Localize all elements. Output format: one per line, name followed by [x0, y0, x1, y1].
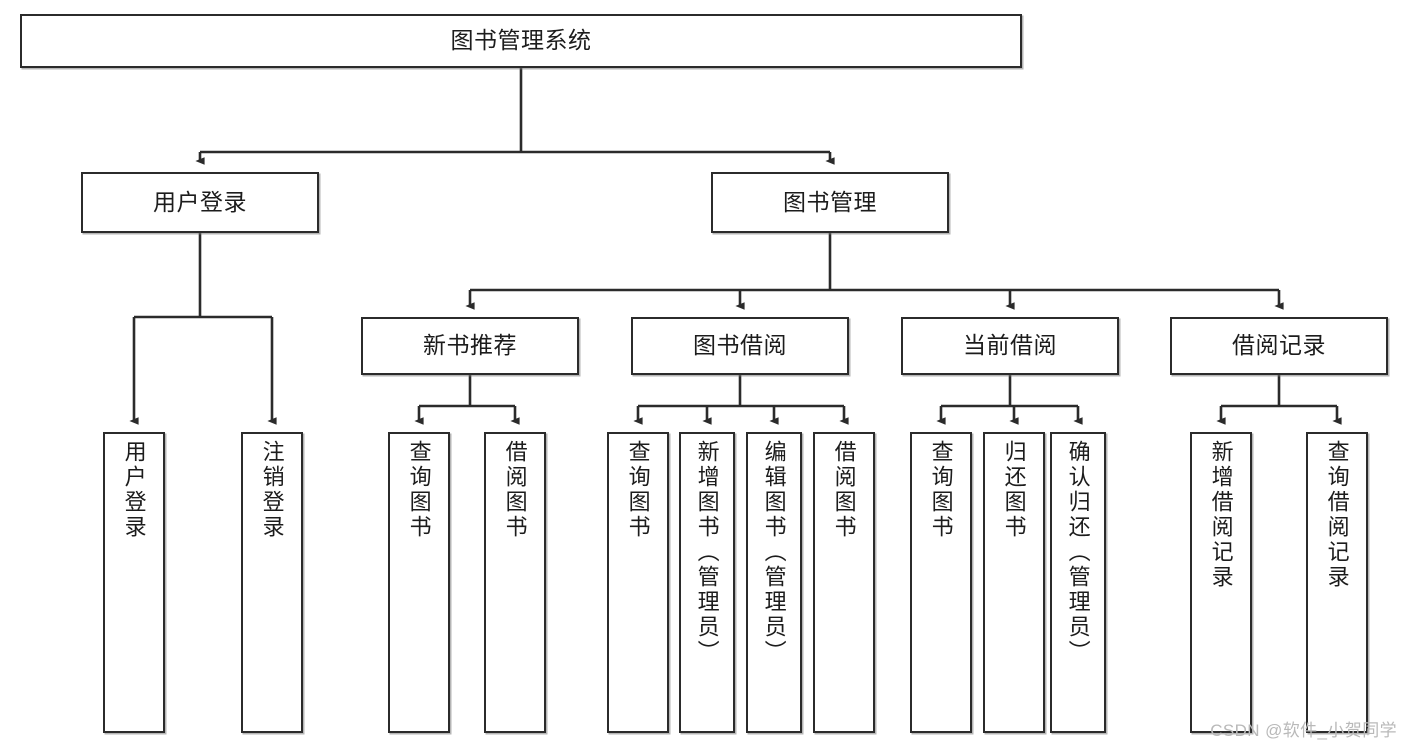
node-label: 注销登录	[259, 440, 285, 540]
node-label: 编辑图书（管理员）	[761, 440, 787, 665]
node-leaf-borrow-book-2: 借阅图书	[813, 432, 875, 733]
node-leaf-query-record: 查询借阅记录	[1306, 432, 1368, 733]
node-leaf-borrow-book-1: 借阅图书	[484, 432, 546, 733]
node-label: 新增图书（管理员）	[694, 440, 720, 665]
node-label: 图书管理	[783, 188, 877, 215]
node-label: 查询图书	[406, 440, 432, 540]
node-borrow-record: 借阅记录	[1170, 317, 1388, 375]
watermark-text: CSDN @软件_小贺同学	[1210, 721, 1397, 740]
node-label: 用户登录	[121, 440, 147, 540]
node-label: 查询借阅记录	[1324, 440, 1350, 590]
node-root: 图书管理系统	[20, 14, 1022, 68]
node-leaf-edit-book: 编辑图书（管理员）	[746, 432, 802, 733]
node-label: 确认归还（管理员）	[1065, 440, 1091, 665]
node-leaf-query-book-1: 查询图书	[388, 432, 450, 733]
node-leaf-query-book-2: 查询图书	[607, 432, 669, 733]
node-leaf-add-book: 新增图书（管理员）	[679, 432, 735, 733]
node-label: 新书推荐	[423, 332, 517, 359]
node-label: 借阅图书	[502, 440, 528, 540]
node-label: 借阅记录	[1232, 332, 1326, 359]
node-user-login: 用户登录	[81, 172, 319, 233]
node-leaf-confirm-return: 确认归还（管理员）	[1050, 432, 1106, 733]
node-leaf-add-record: 新增借阅记录	[1190, 432, 1252, 733]
node-book-borrow: 图书借阅	[631, 317, 849, 375]
node-label: 查询图书	[928, 440, 954, 540]
node-leaf-return-book: 归还图书	[983, 432, 1045, 733]
node-label: 查询图书	[625, 440, 651, 540]
node-label: 图书管理系统	[450, 27, 592, 54]
node-label: 新增借阅记录	[1208, 440, 1234, 590]
node-label: 图书借阅	[693, 332, 787, 359]
node-book-manage: 图书管理	[711, 172, 949, 233]
node-leaf-user-logout: 注销登录	[241, 432, 303, 733]
node-leaf-query-book-3: 查询图书	[910, 432, 972, 733]
node-current-borrow: 当前借阅	[901, 317, 1119, 375]
node-label: 归还图书	[1001, 440, 1027, 540]
node-leaf-user-login: 用户登录	[103, 432, 165, 733]
node-label: 当前借阅	[963, 332, 1057, 359]
node-label: 用户登录	[153, 188, 247, 215]
node-new-book-rec: 新书推荐	[361, 317, 579, 375]
node-label: 借阅图书	[831, 440, 857, 540]
